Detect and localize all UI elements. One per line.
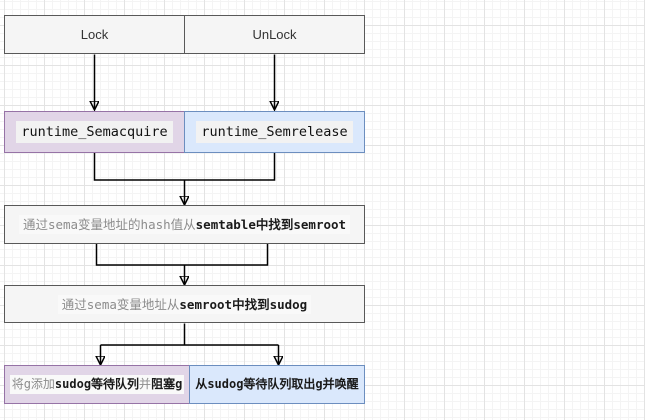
text-segment: semroot中找到sudog: [179, 296, 308, 312]
node-runtime-semrelease[interactable]: runtime_Semrelease: [184, 111, 365, 153]
node-block-g[interactable]: 将g添加sudog等待队列并阻塞g: [4, 365, 190, 404]
node-find-semroot[interactable]: 通过sema变量地址的hash值从semtable中找到semroot: [4, 205, 365, 244]
text-segment: 将g添加: [11, 377, 55, 391]
edge-merge-runtime: [93, 153, 276, 181]
text-segment: 并: [139, 377, 152, 391]
edge-split-sudog: [100, 323, 279, 346]
node-find-sudog[interactable]: 通过sema变量地址从semroot中找到sudog: [4, 285, 365, 323]
node-wake-g-label: 从sudog等待队列取出g并唤醒: [195, 377, 359, 391]
text-segment: sudog等待队列: [54, 377, 140, 391]
node-find-sudog-label: 通过sema变量地址从semroot中找到sudog: [57, 294, 312, 314]
node-semacquire-code: runtime_Semacquire: [16, 121, 173, 143]
text-segment: 通过sema变量地址从: [61, 296, 180, 312]
text-segment: semtable中找到semroot: [195, 217, 347, 232]
node-block-g-label: 将g添加sudog等待队列并阻塞g: [9, 375, 185, 394]
node-semrelease-code: runtime_Semrelease: [196, 121, 353, 143]
text-segment: 通过sema变量地址的hash值从: [22, 217, 196, 232]
node-lock[interactable]: Lock: [4, 15, 185, 54]
node-unlock-label: UnLock: [252, 27, 297, 42]
node-find-semroot-label: 通过sema变量地址的hash值从semtable中找到semroot: [18, 215, 351, 234]
node-lock-label: Lock: [80, 27, 109, 42]
node-wake-g[interactable]: 从sudog等待队列取出g并唤醒: [189, 365, 365, 404]
node-unlock[interactable]: UnLock: [184, 15, 365, 54]
text-segment: 阻塞g: [151, 377, 183, 391]
edge-merge-semtable: [95, 244, 269, 266]
node-runtime-semacquire[interactable]: runtime_Semacquire: [4, 111, 185, 153]
